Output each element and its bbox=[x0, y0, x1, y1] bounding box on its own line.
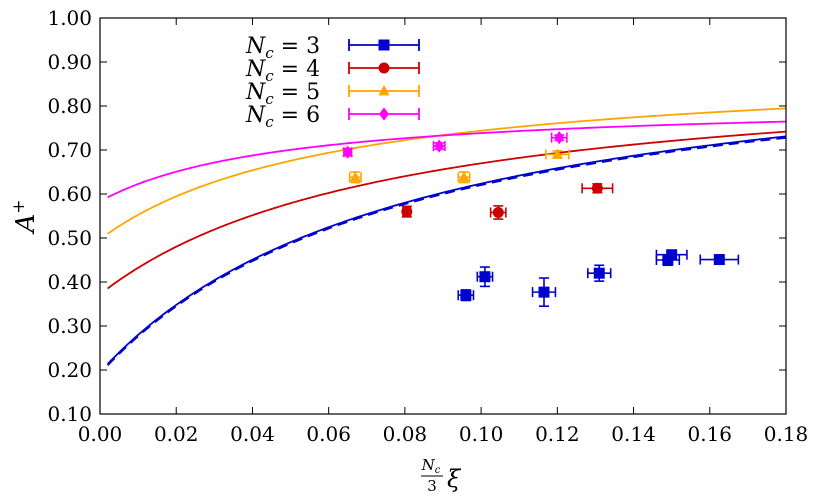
x-tick-label: 0.02 bbox=[154, 422, 199, 446]
marker bbox=[713, 254, 725, 266]
legend-marker bbox=[378, 84, 390, 96]
data-point bbox=[550, 131, 568, 145]
legend-marker bbox=[378, 39, 390, 51]
x-tick-label: 0.00 bbox=[78, 422, 123, 446]
series-2 bbox=[107, 130, 786, 290]
data-point bbox=[476, 266, 494, 288]
data-point bbox=[531, 277, 557, 308]
plot-frame bbox=[99, 17, 787, 415]
fit-curve bbox=[107, 130, 786, 290]
legend-entry-4: Nc = 6 bbox=[245, 103, 420, 131]
plot-area bbox=[106, 107, 786, 367]
y-tick-label: 0.30 bbox=[47, 314, 92, 338]
marker bbox=[666, 249, 678, 261]
marker bbox=[349, 171, 361, 182]
y-tick-label: 0.40 bbox=[47, 270, 92, 294]
data-point bbox=[342, 145, 353, 159]
marker bbox=[401, 206, 413, 218]
y-tick-label: 0.90 bbox=[47, 50, 92, 74]
marker bbox=[593, 267, 605, 279]
legend-entry-2: Nc = 4 bbox=[245, 57, 420, 85]
x-axis-label-denominator: 3 bbox=[427, 477, 437, 495]
data-point bbox=[581, 182, 614, 194]
marker bbox=[479, 271, 491, 283]
marker bbox=[458, 171, 470, 182]
series-3 bbox=[107, 107, 786, 235]
legend-entry-3: Nc = 5 bbox=[245, 80, 420, 108]
marker bbox=[554, 131, 565, 145]
data-point bbox=[545, 148, 570, 160]
y-tick-label: 1.00 bbox=[47, 6, 92, 30]
fit-curve bbox=[107, 107, 786, 235]
x-tick-label: 0.16 bbox=[688, 422, 733, 446]
x-tick-label: 0.10 bbox=[459, 422, 504, 446]
legend-entry-1: Nc = 3 bbox=[245, 34, 420, 62]
data-point bbox=[432, 139, 446, 153]
y-axis-label: A+ bbox=[9, 199, 41, 234]
data-point bbox=[655, 249, 688, 261]
legend-label: Nc = 3 bbox=[245, 34, 320, 62]
x-axis-label-numerator: Nc bbox=[421, 456, 441, 476]
fit-curve-dashed bbox=[106, 136, 786, 367]
legend-label: Nc = 5 bbox=[245, 80, 320, 108]
fit-curve bbox=[106, 135, 786, 365]
marker bbox=[538, 286, 550, 298]
y-tick-label: 0.70 bbox=[47, 138, 92, 162]
x-tick-label: 0.08 bbox=[383, 422, 428, 446]
data-point bbox=[587, 264, 612, 282]
marker bbox=[460, 289, 472, 301]
y-tick-label: 0.10 bbox=[47, 402, 92, 426]
series-1 bbox=[106, 135, 786, 367]
x-tick-label: 0.06 bbox=[306, 422, 351, 446]
legend-label: Nc = 6 bbox=[245, 103, 320, 131]
legend: Nc = 3Nc = 4Nc = 5Nc = 6 bbox=[245, 34, 420, 131]
y-tick-label: 0.80 bbox=[47, 94, 92, 118]
marker bbox=[492, 206, 504, 218]
marker bbox=[434, 139, 445, 153]
x-tick-label: 0.14 bbox=[611, 422, 656, 446]
legend-marker bbox=[378, 62, 390, 74]
x-tick-label: 0.04 bbox=[230, 422, 275, 446]
fit-curve bbox=[107, 120, 786, 199]
data-point bbox=[401, 205, 413, 218]
x-tick-label: 0.12 bbox=[535, 422, 580, 446]
data-point bbox=[457, 289, 475, 302]
marker bbox=[591, 182, 603, 194]
data-point bbox=[699, 254, 740, 266]
x-tick-label: 0.18 bbox=[764, 422, 809, 446]
y-tick-label: 0.60 bbox=[47, 182, 92, 206]
legend-label: Nc = 4 bbox=[245, 57, 320, 85]
data-point bbox=[348, 171, 362, 184]
axes: 0.00 0.02 0.04 0.06 0.08 0.10 0.12 0.14 0.16 0.18… bbox=[9, 6, 808, 495]
series-4 bbox=[107, 120, 786, 199]
y-tick-label: 0.50 bbox=[47, 226, 92, 250]
legend-marker bbox=[379, 107, 389, 121]
data-point bbox=[457, 171, 471, 184]
marker bbox=[551, 148, 563, 159]
marker bbox=[342, 145, 353, 159]
y-tick-label: 0.20 bbox=[47, 358, 92, 382]
data-point bbox=[489, 205, 507, 220]
x-axis-label-symbol: ξ bbox=[447, 465, 462, 493]
